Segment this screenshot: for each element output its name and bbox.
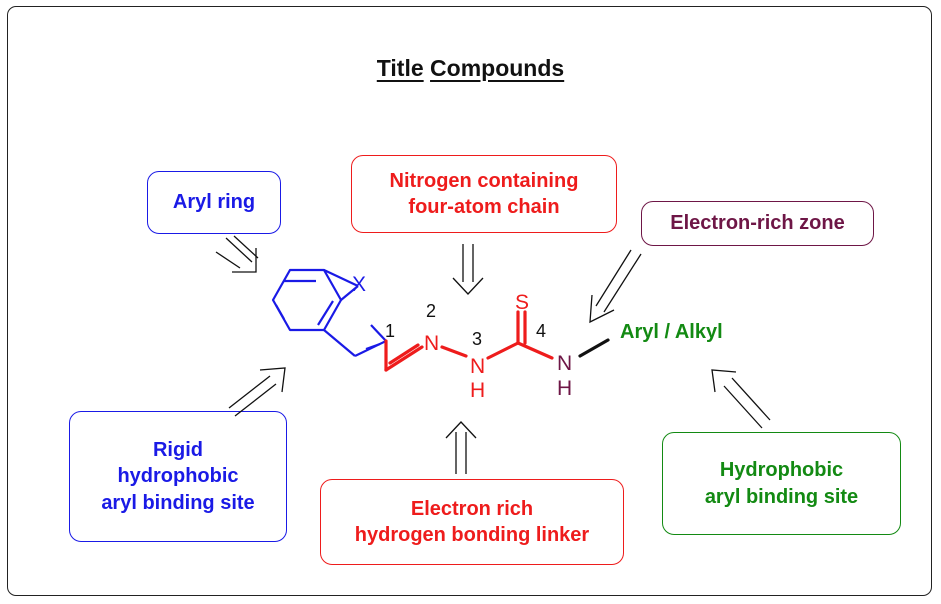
electron-rich-zone-box: Electron-rich zone [641,201,874,246]
position-4-label: 4 [536,321,547,341]
hydrogen-3-label: H [470,379,486,402]
diagram-title: Title Compounds [0,55,941,82]
position-2-label: 2 [426,301,437,321]
nitrogen-chain-box: Nitrogen containing four-atom chain [351,155,617,233]
position-3-label: 3 [472,329,483,349]
hydrophobic-site-arrow [711,369,771,429]
diagram-frame [7,6,932,596]
aryl-ring-arrow [215,235,259,273]
hydrophobic-binding-site-box: Hydrophobic aryl binding site [662,432,901,535]
rigid-site-arrow [228,367,286,417]
electron-rich-zone-arrow [589,249,642,324]
title-word-1: Title [376,55,424,81]
hydrogen-4-label: H [557,377,573,400]
nitrogen-chain-arrow [452,244,484,295]
sulfur-label: S [515,291,530,314]
aryl-alkyl-substituent: Aryl / Alkyl [620,321,723,343]
hydrogen-bonding-linker-box: Electron rich hydrogen bonding linker [320,479,624,565]
aryl-ring-box: Aryl ring [147,171,281,234]
arrows [215,235,771,474]
linker-arrow [445,421,477,474]
terminal-bond [578,338,610,358]
chain-bonds [384,310,554,372]
title-word-2: Compounds [430,55,565,81]
position-1-label: 1 [385,321,396,341]
nitrogen-4-label: N [557,352,573,375]
aryl-ring-bonds [271,268,387,357]
nitrogen-3-label: N [470,355,486,378]
nitrogen-2-label: N [424,332,440,355]
hetero-atom-label: X [352,273,367,296]
rigid-binding-site-box: Rigid hydrophobic aryl binding site [69,411,287,542]
